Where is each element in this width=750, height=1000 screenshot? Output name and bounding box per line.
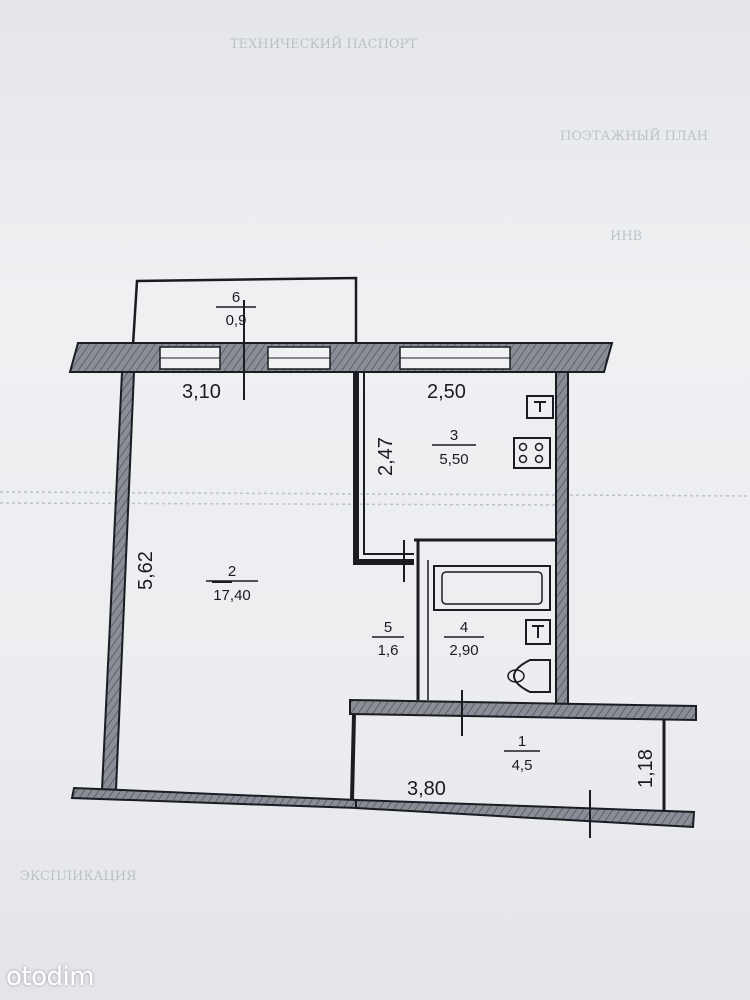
- kitchen-right-wall: [555, 371, 569, 707]
- hall-top-wall: [349, 698, 697, 722]
- exterior-wall-bottom-hall: [355, 798, 696, 829]
- ghost-text: ПОЭТАЖНЫЙ ПЛАН: [560, 127, 708, 144]
- living-depth-label: 5,62: [135, 551, 157, 590]
- window-group: [159, 346, 511, 370]
- ghost-dashed-line: [0, 491, 750, 506]
- room-label-1: 1 4,5: [504, 733, 540, 774]
- stove-icon: [513, 437, 551, 469]
- hall-width-label: 3,80: [407, 778, 446, 800]
- room-area: 1,6: [378, 642, 399, 659]
- room-area: 0,9: [226, 312, 247, 329]
- ghost-text-group: ТЕХНИЧЕСКИЙ ПАСПОРТ ПОЭТАЖНЫЙ ПЛАН ИНВ Э…: [20, 35, 708, 884]
- watermark-logo: otodim: [6, 962, 95, 992]
- exterior-wall-top: [68, 342, 614, 373]
- room-label-6: 6 0,9: [216, 289, 256, 329]
- toilet-icon: [507, 659, 551, 693]
- exterior-wall-bottom: [70, 786, 357, 810]
- door-tick-group: [212, 540, 591, 838]
- ghost-text: ЭКСПЛИКАЦИЯ: [20, 869, 137, 884]
- room-number: 1: [518, 733, 526, 750]
- room-number: 2: [228, 563, 236, 580]
- room-label-2: 2 17,40: [206, 563, 258, 604]
- kitchen-depth-label: 2,47: [375, 437, 397, 476]
- partition-wall: [353, 372, 414, 565]
- partition-wall-inner: [363, 372, 414, 555]
- room-number: 4: [460, 619, 468, 636]
- room-number: 6: [232, 289, 240, 306]
- exterior-wall-left: [100, 371, 136, 791]
- room-area: 2,90: [449, 642, 478, 659]
- bathtub-icon: [433, 565, 551, 611]
- ghost-text: ТЕХНИЧЕСКИЙ ПАСПОРТ: [230, 35, 417, 52]
- room-area: 5,50: [439, 451, 468, 468]
- room-label-3: 3 5,50: [432, 427, 476, 468]
- hall-depth-label: 1,18: [635, 749, 657, 788]
- room-label-4: 4 2,90: [444, 619, 484, 659]
- kitchen-width-label: 2,50: [427, 381, 466, 403]
- hall-left-wall: [350, 713, 356, 801]
- room-number: 5: [384, 619, 392, 636]
- washbasin-icon: [525, 619, 551, 645]
- ghost-text: ИНВ: [610, 229, 642, 244]
- room-label-5: 5 1,6: [372, 619, 404, 659]
- room-area: 17,40: [213, 587, 251, 604]
- balcony-outline: [131, 276, 358, 347]
- balcony-width-label: 3,10: [182, 381, 221, 403]
- sink-icon: [526, 395, 554, 419]
- room-area: 4,5: [512, 757, 533, 774]
- room-number: 3: [450, 427, 458, 444]
